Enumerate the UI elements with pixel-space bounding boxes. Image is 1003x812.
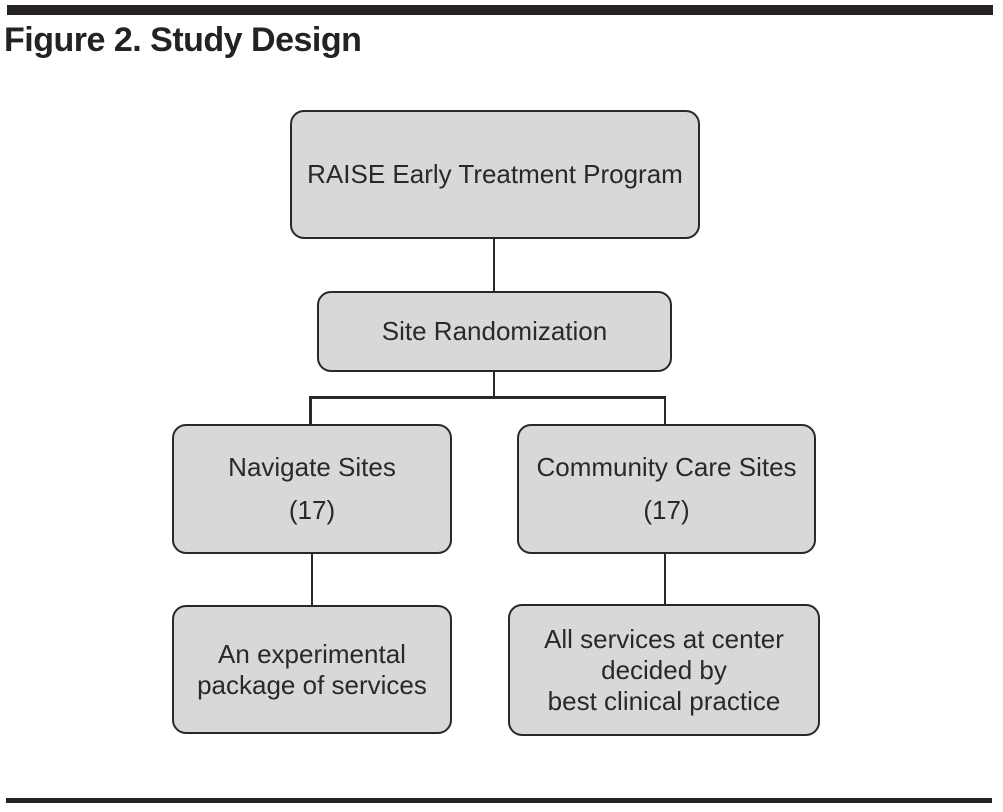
node-label: Site Randomization [381,316,608,346]
connector-branch-to-navigate [309,396,312,425]
node-label-line: best clinical practice [547,685,781,716]
node-site-randomization: Site Randomization [317,291,672,372]
node-label: RAISE Early Treatment Program [307,159,683,189]
connector-branch-horizontal [309,396,666,399]
connector-community-to-allservices [663,554,666,605]
node-navigate-sites: Navigate Sites (17) [172,424,452,554]
node-all-services-best-practice: All services at center decided by best c… [508,604,820,736]
top-rule [7,5,993,15]
node-label: Navigate Sites [228,452,396,482]
node-count: (17) [643,495,690,525]
node-label-line: An experimental [218,638,406,669]
connector-navigate-to-experimental [310,554,313,606]
bottom-rule [6,798,992,803]
connector-randomization-stem [492,372,495,398]
node-label-line: All services at center [544,623,784,654]
node-raise-early-treatment-program: RAISE Early Treatment Program [290,110,700,239]
connector-branch-to-community [663,396,666,425]
node-count: (17) [288,495,336,525]
node-community-care-sites: Community Care Sites (17) [517,424,816,554]
node-label: Community Care Sites [536,452,797,482]
figure-title: Figure 2. Study Design [4,21,362,59]
node-label-line: package of services [197,669,427,700]
node-label-line: decided by [601,654,727,685]
connector-raise-to-randomization [492,239,495,292]
node-experimental-package: An experimental package of services [172,605,452,734]
